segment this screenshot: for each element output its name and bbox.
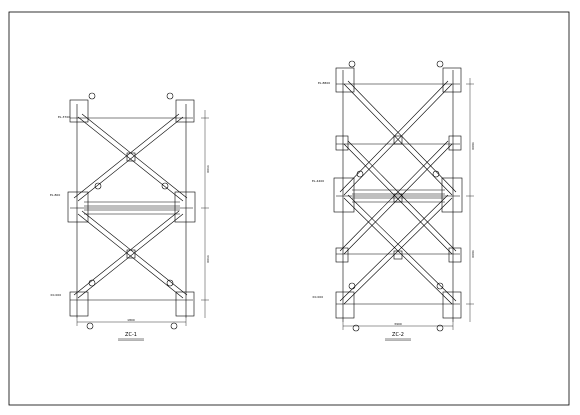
dim-text: 3900: [471, 142, 475, 150]
cross-node-3: [393, 250, 403, 260]
mid-strut: [84, 201, 180, 215]
x-brace-3: [339, 194, 457, 305]
elevation-text: ±0.000: [50, 293, 61, 297]
elevation-text: EL.8800: [318, 81, 330, 85]
label-zc2: ZC-2: [392, 332, 404, 338]
caption-zc2: ZC-2: [385, 332, 411, 341]
gusset-plates: [67, 99, 196, 317]
dim-text: 3900: [471, 250, 475, 258]
mid-strut: [352, 189, 445, 203]
dimension-line-bottom: [76, 318, 187, 326]
elevation-text: EL.4400: [312, 179, 324, 183]
cross-node-1: [393, 135, 403, 145]
dim-text: 3300: [206, 255, 210, 263]
dimension-line-right: [466, 78, 474, 322]
elevation-text: EL.800: [50, 193, 60, 197]
label-zc1: ZC-1: [125, 332, 137, 338]
dimension-line-right: [201, 110, 209, 318]
elevation-text: ±0.000: [312, 295, 323, 299]
dim-text: 1800: [127, 318, 135, 322]
lower-cross-node: [126, 249, 136, 259]
upper-cross-node: [126, 152, 136, 162]
elevation-zc1: [67, 92, 209, 330]
sheet-border: [8, 11, 570, 406]
upper-x-brace: [73, 113, 188, 202]
grid-bubbles: [86, 92, 178, 330]
dim-text: 3900: [394, 322, 402, 326]
lower-x-brace: [73, 210, 188, 299]
grid-bubbles: [348, 60, 444, 332]
gusset-plates: [333, 67, 463, 319]
x-brace-2: [339, 140, 457, 255]
dimension-line-bottom: [342, 322, 454, 330]
caption-zc1: ZC-1: [118, 332, 144, 341]
dim-text: 3300: [206, 165, 210, 173]
x-brace-1: [339, 80, 457, 196]
elevation-zc2: [333, 60, 474, 332]
elevation-text: EL.3700: [58, 115, 70, 119]
dimension-texts: 3300 3300 1800 3900 3900 3900 EL.3700 EL…: [50, 81, 475, 326]
